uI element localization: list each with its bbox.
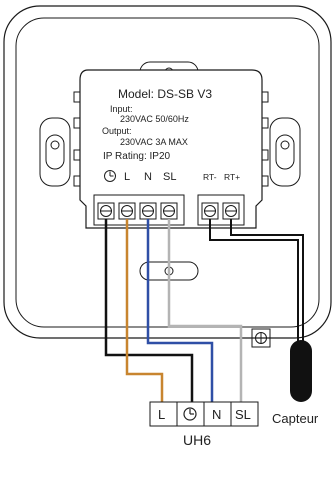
wire-sensor-2 xyxy=(230,219,304,342)
sensor-probe xyxy=(290,340,312,402)
unit-label: UH6 xyxy=(183,432,211,448)
bottom-label-n: N xyxy=(212,407,221,422)
input-value: 230VAC 50/60Hz xyxy=(120,114,189,124)
bottom-label-l: L xyxy=(158,407,165,422)
wire-sensor-1 xyxy=(209,219,299,342)
output-label: Output: xyxy=(102,126,132,136)
sensor-label: Capteur xyxy=(272,411,319,426)
ip-rating: IP Rating: IP20 xyxy=(103,151,171,162)
bottom-clock-icon xyxy=(183,407,197,421)
terminal-label-l: L xyxy=(124,171,130,183)
wire-brown xyxy=(125,219,164,402)
model-text: Model: DS-SB V3 xyxy=(118,87,212,101)
mount-right xyxy=(269,117,301,187)
clock-icon xyxy=(104,170,116,182)
terminal-block-sensor xyxy=(197,194,245,226)
module-body xyxy=(79,69,263,229)
terminal-label-sl: SL xyxy=(163,171,176,183)
wire-grey xyxy=(167,219,243,402)
module-side-tabs xyxy=(73,91,269,187)
terminal-label-rt-plus: RT+ xyxy=(224,172,240,182)
wire-blue xyxy=(146,219,214,402)
terminal-label-rt-minus: RT- xyxy=(203,172,217,182)
input-label: Input: xyxy=(110,104,133,114)
output-value: 230VAC 3A MAX xyxy=(120,137,188,147)
terminal-label-n: N xyxy=(144,171,152,183)
wire-black xyxy=(104,219,194,402)
back-plate-inner xyxy=(15,17,320,328)
back-plate xyxy=(3,5,332,339)
bottom-terminal-strip xyxy=(149,401,259,427)
bottom-label-sl: SL xyxy=(235,407,251,422)
mount-left xyxy=(39,117,71,187)
terminal-block-main xyxy=(93,194,185,226)
ground-icon xyxy=(251,328,271,348)
